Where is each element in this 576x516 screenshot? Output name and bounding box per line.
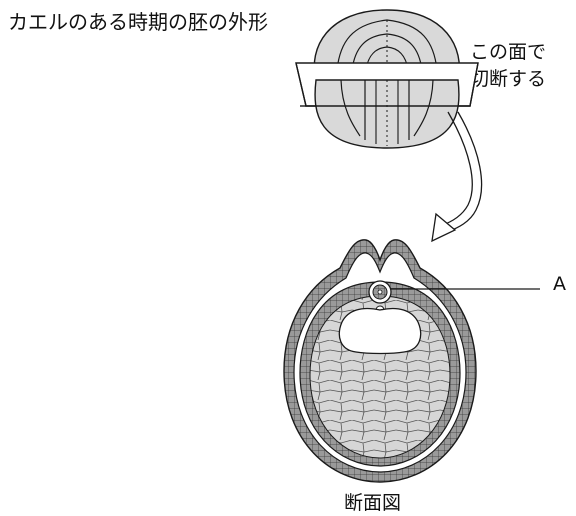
figure-title: カエルのある時期の胚の外形 — [8, 10, 268, 34]
transition-arrow — [431, 111, 483, 243]
cross-section — [283, 239, 540, 483]
embryo-bottom-half — [314, 79, 460, 149]
pointer-label-a: A — [553, 273, 566, 295]
archenteron — [338, 307, 422, 355]
embryo-exterior — [295, 9, 479, 149]
section-caption: 断面図 — [344, 492, 402, 514]
cut-note-line-2: 切断する — [470, 68, 547, 90]
cut-note-line-1: この面で — [470, 41, 547, 63]
